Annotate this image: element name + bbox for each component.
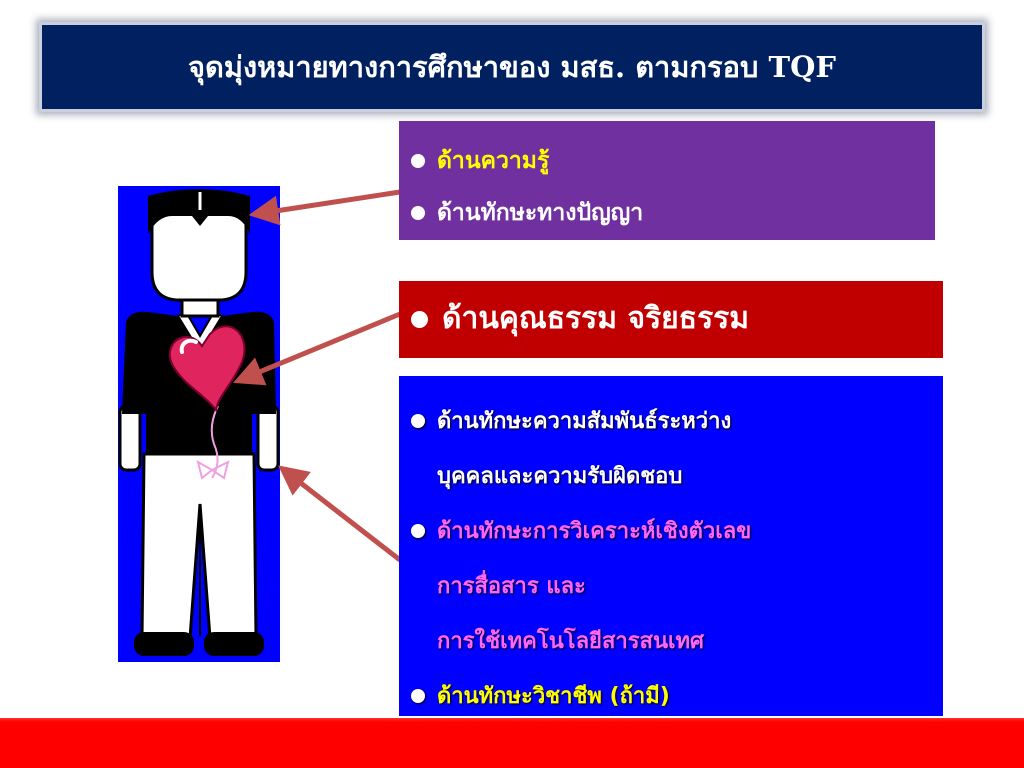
arrow-to-hand	[278, 465, 402, 562]
round-bullet-icon	[411, 524, 425, 538]
title-bar: จุดมุ่งหมายทางการศึกษาของ มสธ. ตามกรอบ T…	[39, 22, 985, 112]
left-arm-shape	[118, 404, 142, 472]
knowledge-box: ด้านความรู้ ด้านทักษะทางปัญญา	[399, 121, 935, 240]
list-item: ด้านทักษะการวิเคราะห์เชิงตัวเลข การสื่อส…	[411, 504, 943, 669]
round-bullet-icon	[411, 689, 425, 703]
heart-highlight	[179, 338, 198, 354]
item-line: การสื่อสาร และ	[437, 574, 586, 599]
item-line: บุคคลและความรับผิดชอบ	[437, 464, 683, 489]
person-with-heart-icon	[118, 186, 280, 662]
item-line: ด้านทักษะความสัมพันธ์ระหว่าง	[437, 409, 732, 434]
round-bullet-icon	[411, 206, 425, 220]
list-item: ด้านทักษะความสัมพันธ์ระหว่าง บุคคลและควา…	[411, 394, 943, 504]
head-shape	[150, 212, 248, 302]
ribbon-bow-icon	[196, 459, 230, 480]
list-item: ด้านความรู้	[411, 135, 935, 187]
hair-shape	[148, 189, 250, 234]
left-shoe-shape	[134, 632, 194, 656]
item-text: ด้านความรู้	[437, 148, 550, 174]
ethics-box: ด้านคุณธรรม จริยธรรม	[399, 281, 943, 358]
round-bullet-icon	[411, 311, 428, 328]
item-text: ด้านทักษะทางปัญญา	[437, 200, 644, 226]
list-item: ด้านคุณธรรม จริยธรรม	[411, 295, 943, 343]
round-bullet-icon	[411, 154, 425, 168]
list-item: ด้านทักษะทางปัญญา	[411, 187, 935, 239]
skills-box: ด้านทักษะความสัมพันธ์ระหว่าง บุคคลและควา…	[399, 376, 943, 716]
slide-title: จุดมุ่งหมายทางการศึกษาของ มสธ. ตามกรอบ T…	[188, 50, 836, 84]
footer-band	[0, 718, 1024, 768]
right-arm-shape	[256, 404, 280, 472]
round-bullet-icon	[411, 414, 425, 428]
item-text: ด้านคุณธรรม จริยธรรม	[442, 301, 750, 336]
item-line: ด้านทักษะการวิเคราะห์เชิงตัวเลข	[437, 519, 752, 544]
right-shoe-shape	[204, 632, 264, 656]
item-line: การใช้เทคโนโลยีสารสนเทศ	[437, 629, 704, 654]
item-line: ด้านทักษะวิชาชีพ (ถ้ามี)	[437, 684, 670, 709]
list-item: ด้านทักษะวิชาชีพ (ถ้ามี)	[411, 669, 943, 724]
